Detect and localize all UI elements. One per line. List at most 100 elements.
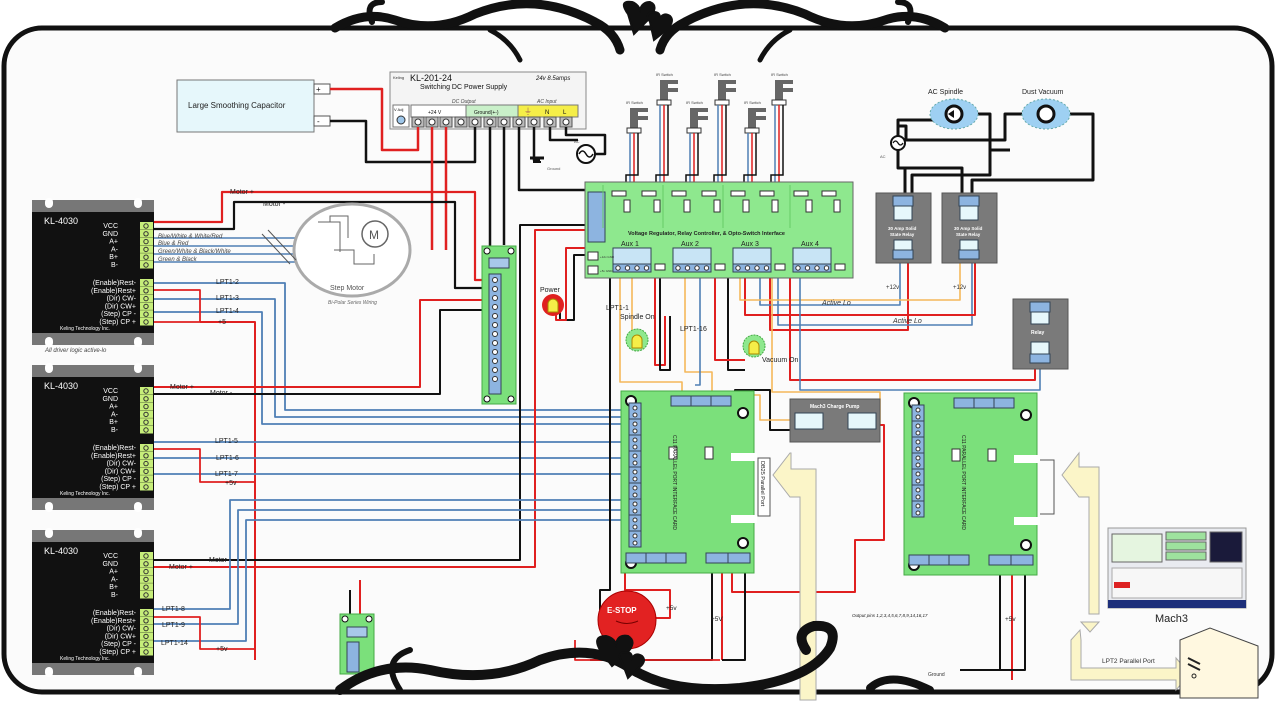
terminal-screw xyxy=(632,508,638,514)
wire xyxy=(152,499,625,610)
wires xyxy=(152,87,1095,680)
jumper xyxy=(987,448,997,462)
d1-motor-plus: Motor + xyxy=(230,189,254,196)
wire xyxy=(759,258,901,306)
wire xyxy=(152,190,490,282)
wire xyxy=(599,272,611,610)
strip-screw xyxy=(492,358,498,364)
aux-terminal xyxy=(672,263,712,273)
bob2-5v: +5v xyxy=(1005,616,1016,623)
mount-slot xyxy=(45,198,53,208)
driver-pin-label: B- xyxy=(111,592,119,599)
aux-screw xyxy=(795,265,801,271)
driver-wire-labels: Motor + Motor - LPT1-2 LPT1-3 LPT1-4 +5 … xyxy=(44,189,286,653)
terminal-screw xyxy=(915,446,921,452)
terminal-screw xyxy=(632,437,638,443)
driver-pin-label: (Dir) CW- xyxy=(107,626,137,633)
opto-jumper xyxy=(805,199,813,213)
psu-terminal-screw xyxy=(500,118,508,126)
terminal-screw xyxy=(915,462,921,468)
wire xyxy=(1000,572,1026,671)
d2-motor-plus: Motor + xyxy=(170,384,194,391)
driver-terminal xyxy=(140,624,153,633)
opto-socket xyxy=(759,190,775,197)
terminal-screw xyxy=(632,540,638,546)
cap-neg-label: - xyxy=(317,117,320,126)
breakout-board-1 xyxy=(620,390,757,574)
aux-label: Aux 2 xyxy=(681,241,699,248)
wire xyxy=(731,424,885,593)
motor-wire-4: Green & Black xyxy=(158,257,198,263)
driver-terminal xyxy=(140,632,153,640)
wire xyxy=(564,127,607,156)
ir-switch-connector xyxy=(686,127,702,134)
driver-terminal-screw xyxy=(143,238,149,245)
psu-plus24: +24 V xyxy=(428,110,442,116)
driver-pin-label: (Dir) CW- xyxy=(107,461,137,468)
opto-socket xyxy=(611,190,627,197)
aux-screw xyxy=(634,265,640,271)
driver-maker: Keling Technology Inc. xyxy=(60,656,110,662)
board-bottom-terminal xyxy=(625,552,647,564)
driver-terminal xyxy=(140,402,153,411)
aux-label: Aux 4 xyxy=(801,241,819,248)
step-motor-caption: Bi-Polar Series Wiring xyxy=(328,300,377,306)
mount-slot xyxy=(45,337,53,347)
vadj-knob[interactable] xyxy=(396,115,406,125)
mach3-screen: Mach3 xyxy=(1107,527,1247,625)
ir-switch-connector xyxy=(744,127,760,134)
board-bottom-terminal xyxy=(1010,554,1034,566)
terminal-screw xyxy=(915,455,921,461)
db25-port-label: DB25 Parallel Port xyxy=(759,461,765,507)
power-label: Power xyxy=(540,287,561,294)
driver-terminal xyxy=(140,459,153,468)
terminal-screw xyxy=(915,407,921,413)
psu-terminal-screw xyxy=(442,118,450,126)
driver-terminal-screw xyxy=(143,445,149,451)
opto-jumper xyxy=(742,199,750,213)
wire xyxy=(152,299,490,388)
wire xyxy=(727,272,745,371)
wire xyxy=(574,640,720,661)
psu-dc-output: DC Output xyxy=(452,99,476,105)
ir-switch-label: IR Switch xyxy=(771,72,788,77)
motor-m-label: M xyxy=(369,228,379,242)
interface-board-title: Voltage Regulator, Relay Controller, & O… xyxy=(628,231,785,237)
strip-screw xyxy=(492,376,498,382)
psu-terminal-screw xyxy=(515,118,523,126)
strip-screw xyxy=(492,367,498,373)
relay-terminal xyxy=(958,249,980,260)
strip-screw xyxy=(492,349,498,355)
relay-label: Relay xyxy=(1031,330,1045,336)
board-top-terminal xyxy=(953,397,975,409)
driver-terminal-screw xyxy=(143,280,149,286)
e-stop-label: E-STOP xyxy=(607,606,637,615)
computer-tower-icon xyxy=(1179,627,1259,699)
lpt2-label: LPT2 Parallel Port xyxy=(1102,658,1155,665)
mount-slot xyxy=(134,337,142,347)
ir-switch-arm xyxy=(660,80,678,84)
driver-terminal-screw xyxy=(143,419,149,425)
relay-label: 30 Amp Solid xyxy=(954,226,983,231)
psu-name: Switching DC Power Supply xyxy=(420,84,508,91)
d3-motor-plus: Motor + xyxy=(169,564,193,571)
motor-wire-3: Green/White & Black/White xyxy=(158,249,231,255)
driver-maker: Keling Technology Inc. xyxy=(60,491,110,497)
motor-wire-1: Blue/White & White/Red xyxy=(158,234,223,240)
driver-pin-label: (Enable)Rest- xyxy=(93,610,137,617)
terminal-screw xyxy=(632,421,638,427)
strip-screw xyxy=(492,277,498,283)
aux-jumper xyxy=(714,263,726,271)
ir-switch-connector xyxy=(626,127,642,134)
board-hole xyxy=(737,537,749,549)
driver-model: KL-4030 xyxy=(44,546,78,556)
psu-vadj: V Adj xyxy=(394,107,403,112)
psu-model: KL-201-24 xyxy=(410,73,452,83)
driver-pin-label: GND xyxy=(102,561,118,568)
opto-socket xyxy=(793,190,809,197)
driver-pin-label: (Dir) CW+ xyxy=(105,633,136,640)
wire xyxy=(970,112,1095,196)
vacuum-on-indicator: Vacuum On xyxy=(742,334,799,364)
psu-terminal-screw xyxy=(414,118,422,126)
relay-label: 30 Amp Solid xyxy=(888,226,917,231)
